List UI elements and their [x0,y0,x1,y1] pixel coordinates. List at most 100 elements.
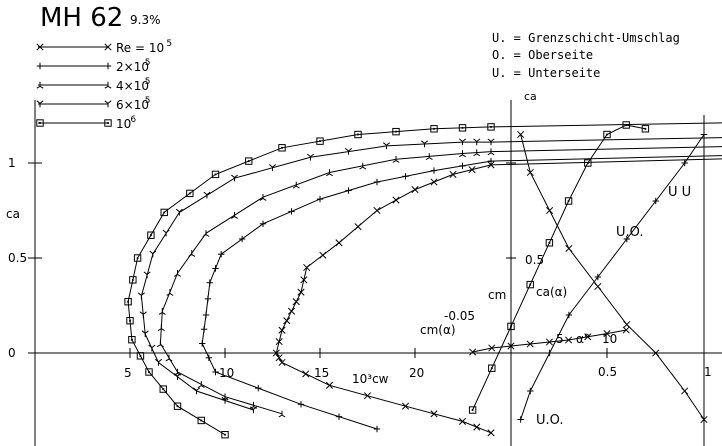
polar-point [206,279,213,286]
polar-point [137,292,145,300]
transition-point [652,197,659,205]
note-transition: U. = Grenzschicht-Umschlag [492,31,680,45]
legend-marker [36,81,44,89]
transition-point [681,387,689,395]
polar-point [197,381,205,388]
legend-label: Re = 10 [116,41,164,55]
transition-series-1 [517,131,708,423]
legend-exponent: 5 [145,96,151,106]
polar-point [458,138,467,146]
transition-point [594,282,602,291]
polar-point [373,178,381,186]
moment-point [488,344,496,352]
moment-point [545,338,553,346]
polar-point [174,270,181,277]
polar-line [201,160,492,430]
legend-marker [36,62,44,70]
polar-point [302,370,310,378]
legend-marker [104,81,112,89]
legend-item-1: 2×105 [36,58,151,74]
polar-point [430,178,438,186]
polar-point [141,330,149,338]
polar-point [344,148,353,155]
polar-point [363,392,372,400]
polar-point [204,295,212,303]
legend-label: 10 [116,117,131,131]
polar-point [205,354,213,361]
ca-tick-half-mid: 0.5 [525,253,544,267]
polar-point [354,130,362,139]
polar-point [166,289,174,296]
polar-point [156,340,164,348]
transition-point [546,349,553,357]
polar-point [230,174,239,182]
polar-plateau [490,158,722,166]
polar-point [359,162,367,170]
alpha-axis-label: α° [576,332,590,346]
lift-point [603,130,611,139]
polar-point [154,358,163,366]
polar-point [487,148,495,156]
polar-y-tick-label: 1 [8,156,16,170]
polar-point [278,410,286,418]
polar-point [259,194,267,201]
legend-item-3: 6×105 [36,96,151,112]
legend-label: 4×10 [116,79,149,93]
cw-axis-label: 10³cw [352,372,389,386]
polar-point [283,317,291,325]
polar-point [382,142,391,150]
transition-point [700,415,708,424]
polar-point [149,250,157,258]
polar-point [411,186,419,194]
legend-marker [36,43,44,51]
polar-point [319,251,327,259]
chart-title: MH 62 [40,3,123,33]
transition-series-0 [517,130,708,424]
polar-point [345,187,352,194]
polar-point [200,326,208,333]
polar-point [300,276,308,284]
polar-point [221,396,229,404]
transition-point [623,320,631,329]
polar-point [145,368,153,376]
lift-point [584,159,592,167]
polar-point [143,271,151,279]
polar-point [128,336,136,344]
polar-point [316,195,324,203]
polar-x-tick-label: 15 [314,366,329,380]
polar-point [272,349,280,357]
lift-curve [468,121,650,414]
polar-point [303,263,311,272]
polar-point [335,239,343,247]
polar-point [373,206,381,215]
transition-tick-half: 0.5 [598,365,617,379]
polar-point [401,402,410,410]
lift-point [526,280,534,289]
moment-curve [469,326,630,356]
polar-point [473,149,481,157]
polar-point [126,317,134,325]
transition-point [517,130,525,139]
polar-point [278,358,286,367]
polar-point [459,162,466,170]
legend-marker [36,119,44,127]
note-upper: O. = Oberseite [492,48,593,62]
polar-point [173,373,182,380]
polar-point [148,344,156,352]
polar-plateau [490,146,722,153]
moment-point [507,342,515,350]
legend-marker [104,100,112,108]
polar-point [420,140,429,148]
polar-point [139,311,147,319]
polar-point [188,250,196,257]
polar-point [158,308,166,315]
polar-point [326,169,333,177]
polar-point [275,354,283,362]
transition-point [526,168,534,177]
ca-axis-label-right: ca [524,90,537,103]
transition-point [517,416,524,423]
polar-point [238,235,246,243]
